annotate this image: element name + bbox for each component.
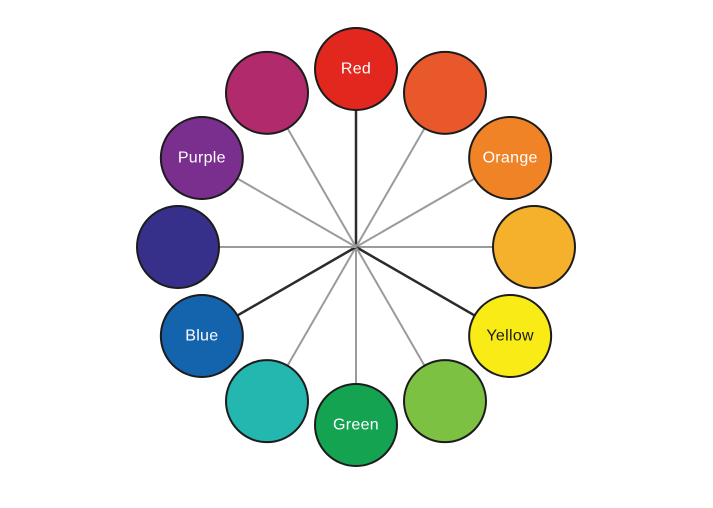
swatch-blue-green	[225, 359, 309, 444]
swatch-purple: Purple	[159, 116, 244, 200]
swatch-circle-blue-green	[225, 359, 309, 444]
swatch-circle-yellow-green	[403, 359, 487, 444]
spokes-layer	[178, 69, 534, 425]
swatch-circle-green	[314, 383, 398, 467]
swatch-orange: Orange	[468, 116, 553, 200]
swatch-green: Green	[314, 383, 398, 467]
swatch-circle-orange	[468, 116, 553, 200]
swatch-circle-blue-purple	[136, 205, 220, 289]
swatch-red-orange	[403, 50, 487, 135]
swatch-circle-blue	[159, 294, 244, 378]
swatch-circle-red	[314, 27, 398, 111]
swatch-circle-purple	[159, 116, 244, 200]
swatch-red-purple	[225, 50, 309, 135]
swatch-circle-yellow	[468, 294, 553, 378]
swatch-circle-red-purple	[225, 50, 309, 135]
swatch-yellow-orange	[492, 205, 576, 289]
swatch-blue-purple	[136, 205, 220, 289]
swatch-circle-yellow-orange	[492, 205, 576, 289]
swatch-yellow-green	[403, 359, 487, 444]
swatch-yellow: Yellow	[468, 294, 553, 378]
swatch-red: Red	[314, 27, 398, 111]
swatch-blue: Blue	[159, 294, 244, 378]
swatch-circle-red-orange	[403, 50, 487, 135]
